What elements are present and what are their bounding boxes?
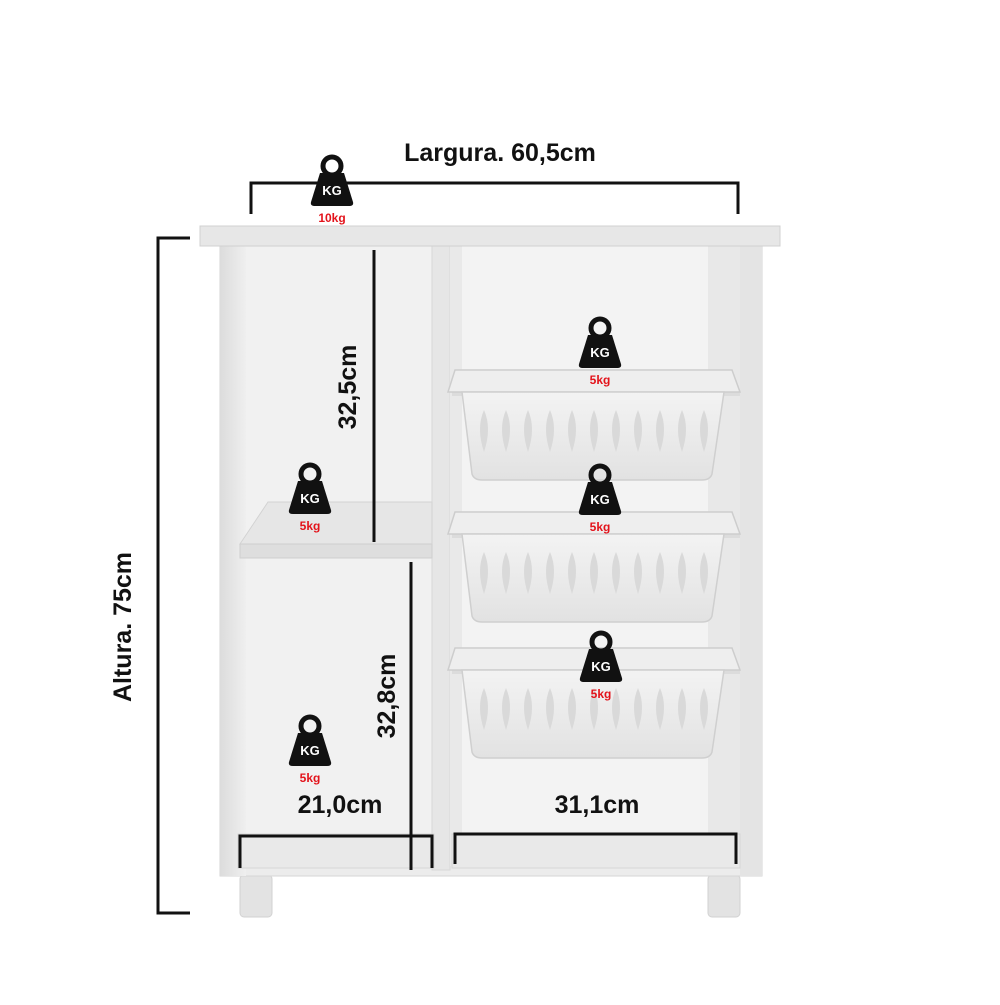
- weight-icon-basket-bottom: KG 5kg: [579, 630, 623, 701]
- basket-slot: [524, 552, 532, 594]
- basket-slot: [678, 552, 686, 594]
- width-dimension-line: [249, 181, 740, 214]
- basket-middle: [446, 511, 742, 623]
- basket-slot: [546, 688, 554, 730]
- kettlebell-handle: [320, 154, 344, 178]
- weight-icon-kg-text: KG: [590, 492, 610, 507]
- right-foot: [707, 874, 741, 918]
- baskets: [446, 369, 742, 759]
- bottom-plinth-right: [451, 833, 741, 869]
- basket-slot: [502, 410, 510, 452]
- basket-slot: [502, 688, 510, 730]
- weight-icon-kg-text: KG: [300, 491, 320, 506]
- right-side-panel: [740, 240, 762, 876]
- right-bay-left-upright: [450, 246, 462, 866]
- basket-slot: [634, 410, 642, 452]
- weight-icon-basket-middle: KG 5kg: [578, 463, 622, 534]
- basket-slot: [700, 688, 708, 730]
- bottom-plinth: [237, 833, 435, 869]
- upper-niche-height-label: 32,5cm: [334, 345, 362, 430]
- basket-slot: [546, 410, 554, 452]
- weight-capacity-label: 5kg: [300, 519, 321, 533]
- kettlebell-weight-icon: [579, 649, 623, 682]
- basket-slot: [480, 688, 488, 730]
- basket-slot: [656, 688, 664, 730]
- weight-icon-top: KG 10kg: [310, 154, 354, 225]
- left-niche-width-label: 21,0cm: [298, 791, 383, 819]
- basket-slot: [656, 552, 664, 594]
- middle-shelf-front: [239, 543, 433, 559]
- kettlebell-weight-icon: [288, 481, 332, 514]
- left-niche-width-line: [238, 834, 434, 868]
- middle-shelf: [239, 501, 433, 545]
- width-label: Largura. 60,5cm: [404, 139, 596, 167]
- weight-icon-bottom-niche: KG 5kg: [288, 714, 332, 785]
- basket-slot: [634, 688, 642, 730]
- basket-slot: [524, 410, 532, 452]
- basket-slot: [480, 552, 488, 594]
- basket-slot: [568, 552, 576, 594]
- basket-top: [446, 369, 742, 481]
- basket-slot: [612, 552, 620, 594]
- height-label: Altura. 75cm: [109, 552, 137, 702]
- lower-niche-height-label: 32,8cm: [373, 654, 401, 739]
- basket-slot: [678, 410, 686, 452]
- basket-slot: [590, 552, 598, 594]
- basket-rim: [446, 511, 742, 535]
- left-foot: [239, 874, 273, 918]
- basket-slot: [568, 688, 576, 730]
- basket-rim: [446, 369, 742, 393]
- basket-slot: [678, 688, 686, 730]
- weight-icon-kg-text: KG: [300, 743, 320, 758]
- basket-slot: [612, 688, 620, 730]
- weight-capacity-label: 5kg: [300, 771, 321, 785]
- basket-slot: [590, 688, 598, 730]
- basket-slot: [568, 410, 576, 452]
- basket-slot: [612, 410, 620, 452]
- weight-capacity-label: 10kg: [318, 211, 345, 225]
- weight-capacity-label: 5kg: [591, 687, 612, 701]
- basket-slot: [656, 410, 664, 452]
- basket-slot: [634, 552, 642, 594]
- center-divider: [431, 245, 451, 871]
- weight-icon-kg-text: KG: [322, 183, 342, 198]
- weight-icon-shelf: KG 5kg: [288, 462, 332, 533]
- basket-slot: [546, 552, 554, 594]
- kettlebell-weight-icon: [578, 482, 622, 515]
- weight-icon-basket-top: KG 5kg: [578, 316, 622, 387]
- weight-icon-kg-text: KG: [591, 659, 611, 674]
- basket-slot: [700, 552, 708, 594]
- right-bay-width-label: 31,1cm: [555, 791, 640, 819]
- weight-capacity-label: 5kg: [590, 520, 611, 534]
- height-dimension-line: [156, 236, 190, 915]
- basket-slot: [502, 552, 510, 594]
- kettlebell-weight-icon: [288, 733, 332, 766]
- basket-slot: [700, 410, 708, 452]
- right-bay-width-line: [453, 832, 738, 864]
- weight-capacity-label: 5kg: [590, 373, 611, 387]
- basket-slot: [590, 410, 598, 452]
- weight-icon-kg-text: KG: [590, 345, 610, 360]
- kettlebell-weight-icon: [310, 173, 354, 206]
- dimension-lines: [156, 181, 740, 915]
- top-board: [199, 225, 781, 247]
- basket-slot: [524, 688, 532, 730]
- basket-slot: [480, 410, 488, 452]
- kettlebell-weight-icon: [578, 335, 622, 368]
